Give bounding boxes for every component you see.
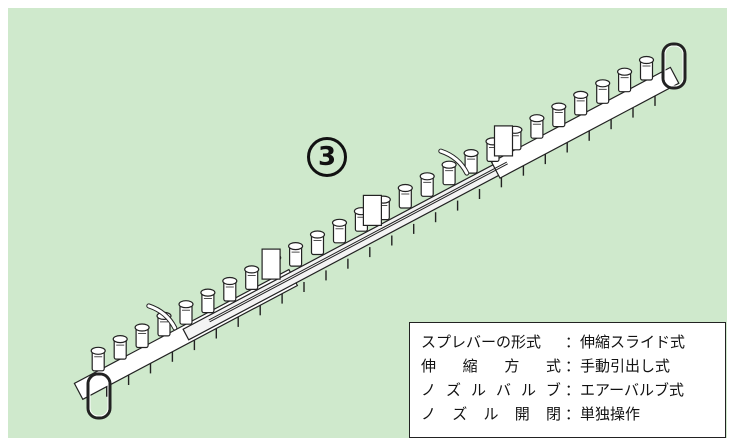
air-hose-elbow-inner xyxy=(439,149,469,175)
mount-bracket xyxy=(261,248,281,280)
spec-row: スプレバーの形式 ： 伸縮スライド式 xyxy=(421,330,725,354)
nozzle-valve-cap xyxy=(638,55,655,65)
nozzle-valve-cap xyxy=(551,102,567,111)
slide-rail-line xyxy=(209,163,508,323)
spec-value: 手動引出し式 xyxy=(580,357,671,375)
spec-label-char: 開 xyxy=(514,405,530,423)
spec-separator: ： xyxy=(565,357,581,375)
spec-label-char: ル xyxy=(470,381,486,399)
spec-separator: ： xyxy=(565,333,581,351)
spec-label-char: 縮 xyxy=(462,357,478,375)
spec-separator: ： xyxy=(565,381,581,399)
spec-label-char: 式 xyxy=(545,357,561,375)
spray-bar-drawing xyxy=(73,42,687,420)
spec-label-char: 方 xyxy=(504,357,520,375)
diagram-panel: 3 スプレバーの形式 ： 伸縮スライド式 伸縮方式 ： 手動引出し式 ノズルバル… xyxy=(8,8,727,438)
outer-tube-right xyxy=(490,66,680,179)
spec-row: ノズル開閉 ： 単独操作 xyxy=(421,402,725,426)
air-hose-elbow-inner xyxy=(147,304,177,330)
figure-number-badge: 3 xyxy=(307,137,347,177)
spec-value: エアーバルブ式 xyxy=(580,381,684,399)
nozzle-valve-cap xyxy=(288,242,304,251)
spec-label: ノズル開閉 xyxy=(421,402,565,426)
spec-separator: ： xyxy=(565,405,581,423)
end-handle-right xyxy=(661,42,687,90)
mount-bracket xyxy=(362,194,382,226)
nozzle-valve-cap xyxy=(222,276,238,286)
nozzle-valve-cap xyxy=(178,300,194,309)
nozzle-valve-cap xyxy=(616,67,633,76)
spec-label: 伸縮方式 xyxy=(421,354,565,378)
spec-label-char: ノ xyxy=(421,405,437,423)
spec-table: スプレバーの形式 ： 伸縮スライド式 伸 縮 方 式 ： 手動引出し式 ノズルバルブ … xyxy=(409,322,726,438)
nozzle-valve-cap xyxy=(90,346,106,355)
spec-row: ノズルバルブ ： エアーバルブ式 xyxy=(421,378,725,402)
mount-bracket xyxy=(493,125,514,157)
spec-label-char: 閉 xyxy=(545,405,561,423)
spec-label-char: ル xyxy=(483,405,499,423)
nozzle-valve-cap xyxy=(200,288,216,297)
nozzle-valve-cap xyxy=(244,265,260,274)
nozzle-valve-cap xyxy=(595,79,611,88)
spec-value: 伸縮スライド式 xyxy=(580,333,686,351)
spec-label: スプレバーの形式 xyxy=(421,330,565,354)
nozzle-valve-cap xyxy=(419,172,435,181)
spec-value: 単独操作 xyxy=(580,405,641,423)
spec-label-char: ズ xyxy=(445,381,461,399)
spec-label: ノズルバルブ xyxy=(421,378,565,402)
nozzle-valve-cap xyxy=(112,335,128,344)
end-handle-left-inner xyxy=(89,375,109,417)
spec-label-char: ル xyxy=(520,381,536,399)
end-handle-left xyxy=(86,372,112,420)
nozzle-valve-cap xyxy=(309,230,326,239)
spec-label-char: バ xyxy=(495,381,511,399)
nozzle-valve-cap xyxy=(573,90,589,100)
end-handle-right-inner xyxy=(664,45,684,87)
nozzle-valve-cap xyxy=(441,160,457,169)
nozzle-valve-cap xyxy=(134,323,150,332)
spec-label-char: ノ xyxy=(421,381,437,399)
figure-number: 3 xyxy=(317,142,337,172)
slide-rail-line xyxy=(208,161,508,321)
spec-label-char: ズ xyxy=(452,405,468,423)
spec-label-char: 伸 xyxy=(421,357,437,375)
spec-row: 伸 縮 方 式 ： 手動引出し式 xyxy=(421,354,725,378)
nozzle-valve-cap xyxy=(529,114,545,123)
spec-label-char: ブ xyxy=(545,381,561,399)
nozzle-valve-cap xyxy=(397,183,413,193)
nozzle-valve-cap xyxy=(463,149,479,158)
spec-label-text: スプレバーの形式 xyxy=(421,333,542,351)
nozzle-valve-cap xyxy=(331,218,348,227)
